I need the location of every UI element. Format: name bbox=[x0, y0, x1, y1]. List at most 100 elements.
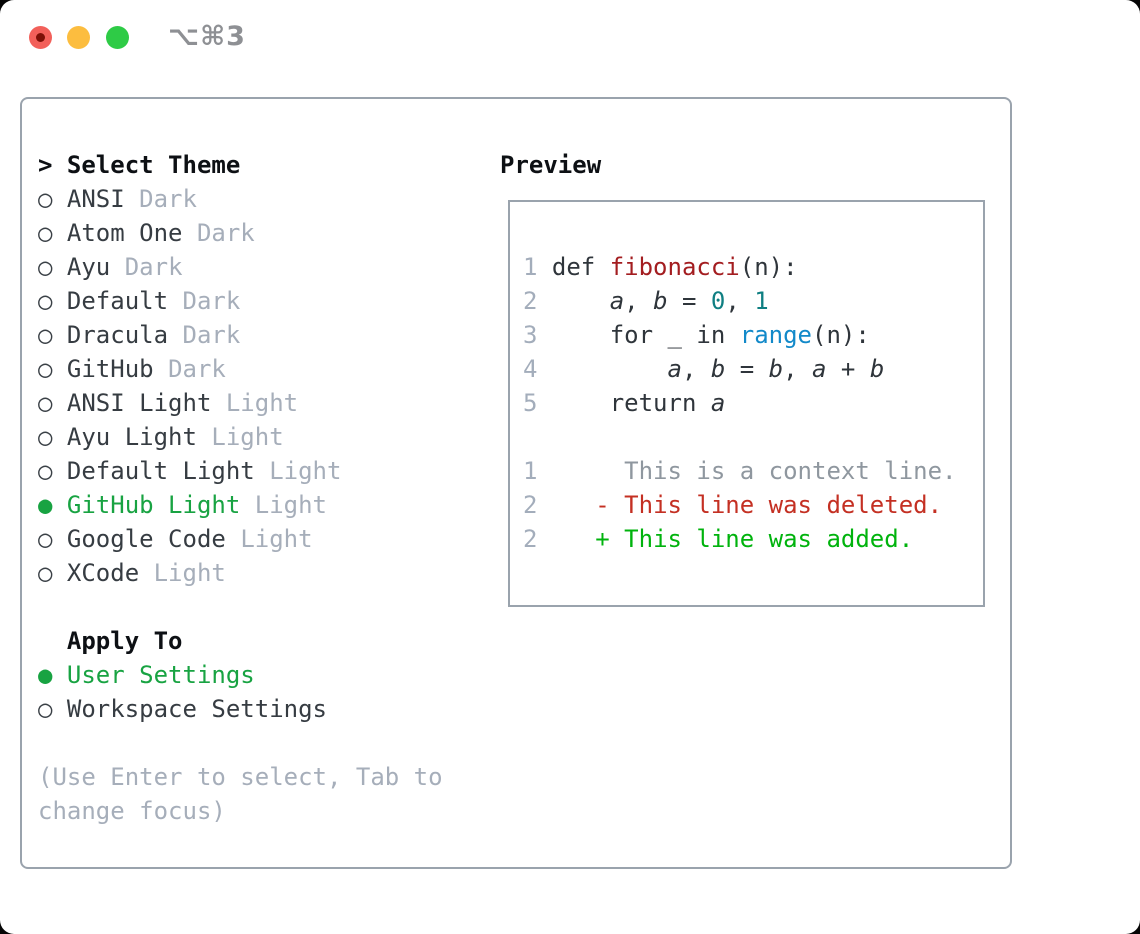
theme-name: Ayu Light bbox=[66, 423, 197, 451]
apply-to-title: Apply To bbox=[66, 627, 183, 655]
code-token: a bbox=[609, 287, 625, 315]
theme-name: Default Light bbox=[66, 457, 255, 485]
code-token: fibonacci bbox=[609, 253, 740, 281]
theme-name: Google Code bbox=[66, 525, 226, 553]
apply-to-header: Apply To bbox=[38, 624, 443, 658]
radio-unselected-icon: ○ bbox=[38, 185, 53, 213]
theme-variant: Dark bbox=[124, 253, 183, 281]
theme-name: Atom One bbox=[66, 219, 183, 247]
theme-name: Dracula bbox=[66, 321, 169, 349]
theme-option-xcode[interactable]: ○ XCode Light bbox=[38, 556, 443, 590]
code-token bbox=[552, 355, 668, 383]
theme-option-ansi-light[interactable]: ○ ANSI Light Light bbox=[38, 386, 443, 420]
code-token: 1 bbox=[754, 287, 769, 315]
theme-settings-panel bbox=[20, 97, 1012, 869]
radio-unselected-icon: ○ bbox=[38, 321, 53, 349]
theme-list: ○ ANSI Dark○ Atom One Dark○ Ayu Dark○ De… bbox=[38, 182, 443, 590]
radio-unselected-icon: ○ bbox=[38, 287, 53, 315]
theme-option-default-light[interactable]: ○ Default Light Light bbox=[38, 454, 443, 488]
theme-variant: Light bbox=[211, 423, 284, 451]
theme-option-ansi[interactable]: ○ ANSI Dark bbox=[38, 182, 443, 216]
spacer bbox=[38, 590, 443, 624]
apply-to-list: ● User Settings○ Workspace Settings bbox=[38, 658, 443, 726]
code-line: 3 for _ in range(n): bbox=[523, 318, 983, 352]
line-number: 2 bbox=[523, 525, 552, 553]
code-token: - This line was deleted. bbox=[595, 491, 943, 519]
theme-variant: Dark bbox=[196, 219, 255, 247]
radio-unselected-icon: ○ bbox=[38, 559, 53, 587]
code-line: 2 - This line was deleted. bbox=[523, 488, 983, 522]
code-line: 5 return a bbox=[523, 386, 983, 420]
code-token: (n): bbox=[812, 321, 870, 349]
theme-variant: Dark bbox=[139, 185, 197, 213]
cursor-icon: > bbox=[38, 151, 53, 179]
theme-option-ayu-light[interactable]: ○ Ayu Light Light bbox=[38, 420, 443, 454]
code-token: for _ in bbox=[551, 321, 740, 349]
theme-option-default[interactable]: ○ Default Dark bbox=[38, 284, 443, 318]
code-token bbox=[552, 525, 595, 553]
code-token: return bbox=[551, 389, 711, 417]
code-token: + bbox=[826, 355, 870, 383]
close-button[interactable] bbox=[29, 26, 52, 49]
apply-option-user-settings[interactable]: ● User Settings bbox=[38, 658, 443, 692]
apply-option-label: User Settings bbox=[66, 661, 255, 689]
code-token: b bbox=[869, 355, 885, 383]
code-token: + This line was added. bbox=[595, 525, 914, 553]
radio-unselected-icon: ○ bbox=[38, 253, 53, 281]
theme-option-dracula[interactable]: ○ Dracula Dark bbox=[38, 318, 443, 352]
code-token: b bbox=[768, 355, 784, 383]
minimize-button[interactable] bbox=[67, 26, 90, 49]
radio-selected-icon: ● bbox=[38, 491, 53, 519]
theme-option-atom-one[interactable]: ○ Atom One Dark bbox=[38, 216, 443, 250]
code-token: , bbox=[681, 355, 711, 383]
line-number: 3 bbox=[523, 321, 552, 349]
theme-name: GitHub Light bbox=[66, 491, 241, 519]
preview-header: Preview bbox=[500, 151, 602, 179]
hint-text-line2: change focus) bbox=[38, 797, 226, 825]
code-token: = bbox=[667, 287, 711, 315]
code-token: 0 bbox=[710, 287, 726, 315]
code-token: (n): bbox=[739, 253, 798, 281]
code-token: b bbox=[653, 287, 668, 315]
theme-name: XCode bbox=[66, 559, 140, 587]
theme-option-google-code[interactable]: ○ Google Code Light bbox=[38, 522, 443, 556]
line-number: 1 bbox=[523, 253, 552, 281]
code-token: , bbox=[783, 355, 813, 383]
code-line: 1 This is a context line. bbox=[523, 454, 983, 488]
code-token: This is a context line. bbox=[551, 457, 957, 485]
code-line bbox=[523, 420, 983, 454]
code-line: 2 + This line was added. bbox=[523, 522, 983, 556]
zoom-button[interactable] bbox=[106, 26, 129, 49]
theme-variant: Light bbox=[254, 491, 327, 519]
radio-unselected-icon: ○ bbox=[38, 219, 53, 247]
theme-name: Ayu bbox=[66, 253, 111, 281]
code-token: b bbox=[710, 355, 726, 383]
theme-variant: Dark bbox=[182, 321, 241, 349]
code-token: , bbox=[624, 287, 654, 315]
theme-variant: Light bbox=[240, 525, 313, 553]
theme-option-ayu[interactable]: ○ Ayu Dark bbox=[38, 250, 443, 284]
window-title: ⌥⌘3 bbox=[168, 21, 246, 52]
theme-option-github-light[interactable]: ● GitHub Light Light bbox=[38, 488, 443, 522]
theme-name: GitHub bbox=[66, 355, 154, 383]
code-token: range bbox=[739, 321, 812, 349]
theme-variant: Light bbox=[269, 457, 342, 485]
code-token: a bbox=[812, 355, 827, 383]
code-token bbox=[552, 287, 610, 315]
radio-unselected-icon: ○ bbox=[38, 423, 53, 451]
theme-name: ANSI Light bbox=[66, 389, 212, 417]
code-line: 2 a, b = 0, 1 bbox=[523, 284, 983, 318]
theme-option-github[interactable]: ○ GitHub Dark bbox=[38, 352, 443, 386]
code-token: def bbox=[551, 253, 610, 281]
radio-selected-icon: ● bbox=[38, 661, 53, 689]
radio-unselected-icon: ○ bbox=[38, 389, 53, 417]
theme-variant: Light bbox=[153, 559, 226, 587]
code-token: , bbox=[725, 287, 755, 315]
apply-option-workspace-settings[interactable]: ○ Workspace Settings bbox=[38, 692, 443, 726]
theme-name: ANSI bbox=[66, 185, 125, 213]
select-theme-header: > Select Theme bbox=[38, 148, 443, 182]
theme-variant: Dark bbox=[168, 355, 226, 383]
